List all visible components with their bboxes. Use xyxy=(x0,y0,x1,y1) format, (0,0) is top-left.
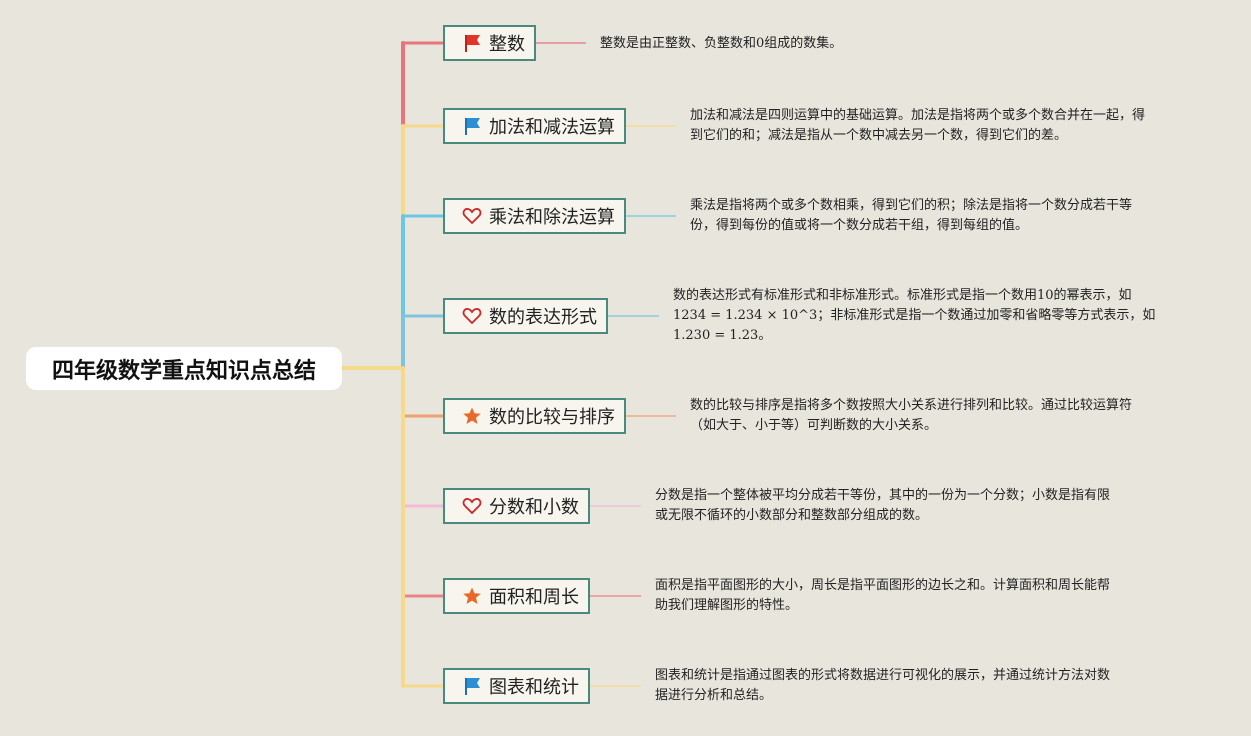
heart-icon xyxy=(461,495,483,517)
description-line: 面积是指平面图形的大小，周长是指平面图形的边长之和。计算面积和周长能帮 xyxy=(655,578,1111,593)
description-line: 加法和减法是四则运算中的基础运算。加法是指将两个或多个数合并在一起，得 xyxy=(690,108,1146,123)
description-line: 数的表达形式有标准形式和非标准形式。标准形式是指一个数用10的幂表示，如 xyxy=(673,288,1132,303)
topic-label: 面积和周长 xyxy=(489,587,579,608)
topic-node[interactable]: 面积和周长 xyxy=(443,578,590,614)
topic-description: 面积是指平面图形的大小，周长是指平面图形的边长之和。计算面积和周长能帮助我们理解… xyxy=(655,576,1110,616)
heart-icon xyxy=(461,305,483,327)
topic-node[interactable]: 数的比较与排序 xyxy=(443,398,626,434)
heart-icon xyxy=(461,205,483,227)
root-title-text: 四年级数学重点知识点总结 xyxy=(51,358,316,384)
topic-description: 分数是指一个整体被平均分成若干等份，其中的一份为一个分数；小数是指有限或无限不循… xyxy=(655,486,1110,526)
description-line: 乘法是指将两个或多个数相乘，得到它们的积；除法是指将一个数分成若干等 xyxy=(690,198,1133,213)
topic-label: 整数 xyxy=(489,34,525,55)
description-line: 到它们的和；减法是指从一个数中减去另一个数，得到它们的差。 xyxy=(690,128,1068,143)
description-line: 份，得到每份的值或将一个数分成若干组，得到每组的值。 xyxy=(690,218,1029,233)
blue-flag-icon xyxy=(461,675,483,697)
description-line: 分数是指一个整体被平均分成若干等份，其中的一份为一个分数；小数是指有限 xyxy=(655,488,1111,503)
topic-label: 加法和减法运算 xyxy=(489,117,615,138)
topic-node[interactable]: 乘法和除法运算 xyxy=(443,198,626,234)
star-icon xyxy=(461,405,483,427)
topic-label: 乘法和除法运算 xyxy=(489,207,615,228)
description-line: 图表和统计是指通过图表的形式将数据进行可视化的展示，并通过统计方法对数 xyxy=(655,668,1111,683)
topic-label: 数的表达形式 xyxy=(489,307,597,328)
red-flag-icon xyxy=(461,32,483,54)
topic-node[interactable]: 整数 xyxy=(443,25,536,61)
description-line: 数的比较与排序是指将多个数按照大小关系进行排列和比较。通过比较运算符 xyxy=(690,398,1133,413)
description-line: 助我们理解图形的特性。 xyxy=(655,598,799,613)
star-icon xyxy=(461,585,483,607)
description-line: 1234 = 1.234 × 10^3；非标准形式是指一个数通过加零和省略零等方… xyxy=(673,308,1156,323)
description-line: 1.230 = 1.23。 xyxy=(673,328,772,343)
topic-description: 乘法是指将两个或多个数相乘，得到它们的积；除法是指将一个数分成若干等份，得到每份… xyxy=(690,196,1132,236)
topic-node[interactable]: 分数和小数 xyxy=(443,488,590,524)
topic-label: 数的比较与排序 xyxy=(489,407,615,428)
topic-description: 数的比较与排序是指将多个数按照大小关系进行排列和比较。通过比较运算符 （如大于、小… xyxy=(690,396,1132,436)
topic-node[interactable]: 数的表达形式 xyxy=(443,298,608,334)
topic-label: 分数和小数 xyxy=(489,497,579,518)
topic-label: 图表和统计 xyxy=(489,677,579,698)
description-line: 整数是由正整数、负整数和0组成的数集。 xyxy=(600,36,843,51)
topic-description: 图表和统计是指通过图表的形式将数据进行可视化的展示，并通过统计方法对数据进行分析… xyxy=(655,666,1110,706)
description-line: 据进行分析和总结。 xyxy=(655,688,773,703)
topic-description: 加法和减法是四则运算中的基础运算。加法是指将两个或多个数合并在一起，得到它们的和… xyxy=(690,106,1145,146)
description-line: 或无限不循环的小数部分和整数部分组成的数。 xyxy=(655,508,929,523)
topic-description: 整数是由正整数、负整数和0组成的数集。 xyxy=(600,34,842,54)
topic-node[interactable]: 图表和统计 xyxy=(443,668,590,704)
topic-description: 数的表达形式有标准形式和非标准形式。标准形式是指一个数用10的幂表示，如 1234… xyxy=(673,286,1155,346)
root-title[interactable]: 四年级数学重点知识点总结 xyxy=(26,347,342,390)
description-line: （如大于、小于等）可判断数的大小关系。 xyxy=(690,418,938,433)
blue-flag-icon xyxy=(461,115,483,137)
topic-node[interactable]: 加法和减法运算 xyxy=(443,108,626,144)
